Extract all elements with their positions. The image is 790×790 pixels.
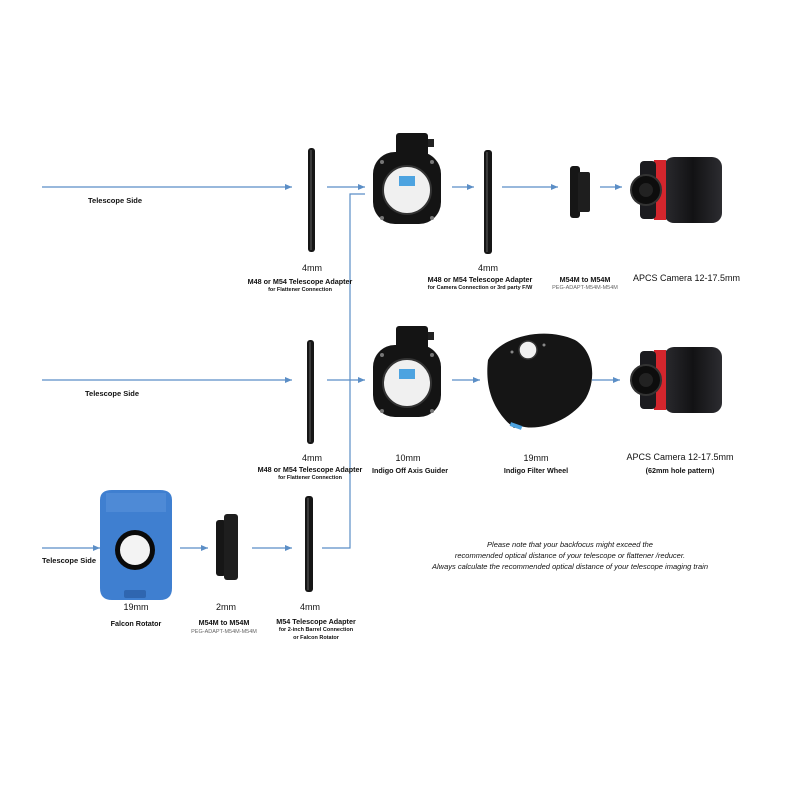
row1-camera-icon <box>630 157 722 223</box>
row2-adapter-sub: for Flattener Connection <box>278 475 342 481</box>
row3-adapter-ring-icon <box>305 496 313 592</box>
row3-rotator-icon <box>100 490 172 600</box>
row2-camera-icon <box>630 347 722 413</box>
backfocus-note-line2: recommended optical distance of your tel… <box>454 551 686 560</box>
row3-m54-part: PEG-ADAPT-M54M-M54M <box>191 629 257 635</box>
row2-camera-sub: (62mm hole pattern) <box>645 466 715 475</box>
row2-oag-label: Indigo Off Axis Guider <box>371 466 449 475</box>
row2-adapter-ring-icon <box>307 340 314 444</box>
row2-adapter-length: 4mm <box>302 453 322 463</box>
row1-off-axis-guider-icon <box>373 133 441 224</box>
row1-m54-part: PEG-ADAPT-M54M-M54M <box>552 285 618 291</box>
row3-adapter-title: M54 Telescope Adapter <box>276 617 356 626</box>
backfocus-note-line1: Please note that your backfocus might ex… <box>487 540 653 549</box>
row1-camera-adapter-ring-icon <box>484 150 492 254</box>
row3-adapter-sub2: or Falcon Rotator <box>293 635 339 641</box>
row2-fw-label: Indigo Filter Wheel <box>503 466 569 475</box>
connector-arrows <box>42 184 622 551</box>
row2-off-axis-guider-icon <box>373 326 441 417</box>
row3-adapter-sub1: for 2-inch Barrel Connection <box>278 627 354 633</box>
row1-adapter-sub: for Flattener Connection <box>268 287 332 293</box>
row1-m54-adapter-icon <box>570 166 590 218</box>
row2-filter-wheel-icon <box>487 333 593 430</box>
row1-adapter-title: M48 or M54 Telescope Adapter <box>247 277 353 286</box>
row3-telescope-side-label: Telescope Side <box>42 556 97 565</box>
row2-oag-length: 10mm <box>395 453 421 463</box>
row1-adapter-length: 4mm <box>302 263 322 273</box>
row2-adapter-title: M48 or M54 Telescope Adapter <box>257 465 363 474</box>
row1-cam-adapter-length: 4mm <box>478 263 498 273</box>
row3-m54-adapter-icon <box>216 514 238 580</box>
row2-telescope-side-label: Telescope Side <box>85 389 140 398</box>
row2-fw-length: 19mm <box>523 453 549 463</box>
row1-m54-title: M54M to M54M <box>559 275 611 284</box>
row1-adapter-ring-icon <box>308 148 315 252</box>
row3-m54-length: 2mm <box>216 602 236 612</box>
row3-adapter-length: 4mm <box>300 602 320 612</box>
row3-rotator-label: Falcon Rotator <box>110 619 162 628</box>
row2-camera-label: APCS Camera 12-17.5mm <box>626 452 734 462</box>
row1-cam-adapter-sub: for Camera Connection or 3rd party F/W <box>427 285 533 291</box>
backfocus-note-line3: Always calculate the recommended optical… <box>432 562 708 571</box>
row1-telescope-side-label: Telescope Side <box>88 196 143 205</box>
connector-row3-up <box>322 193 365 549</box>
row3-rotator-length: 19mm <box>123 602 149 612</box>
row3-m54-title: M54M to M54M <box>198 618 250 627</box>
row1-camera-label: APCS Camera 12-17.5mm <box>633 273 741 283</box>
row1-cam-adapter-title: M48 or M54 Telescope Adapter <box>427 275 533 284</box>
